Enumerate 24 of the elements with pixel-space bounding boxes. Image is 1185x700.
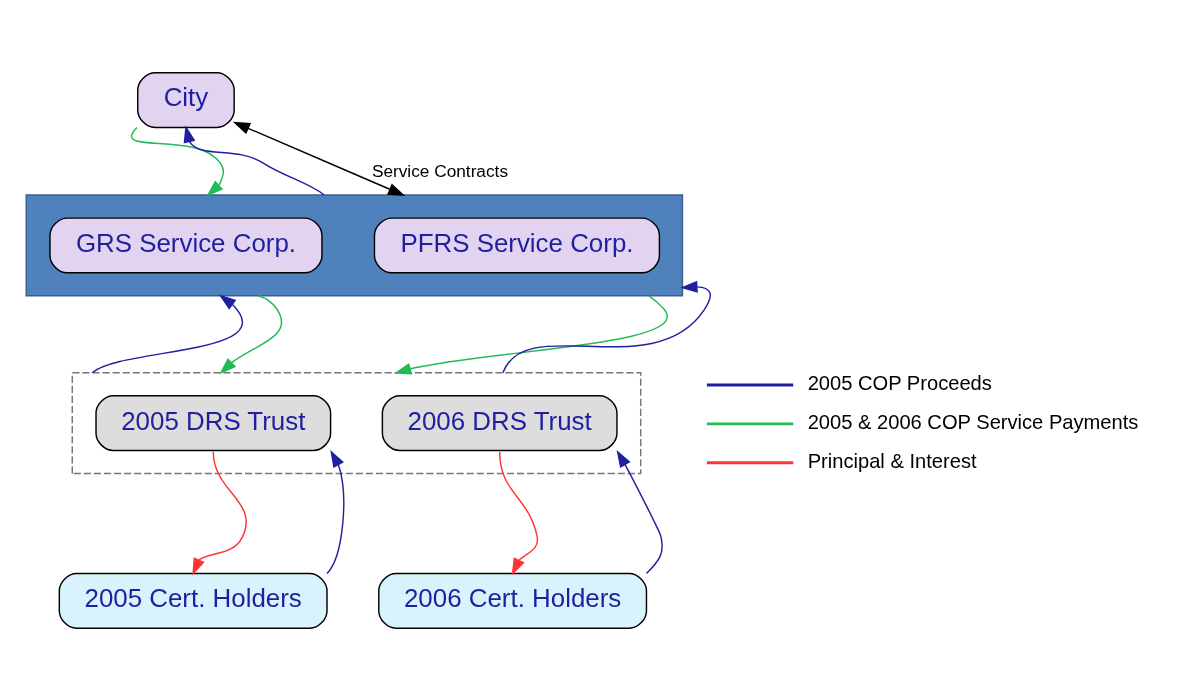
arrow xyxy=(183,124,325,196)
arrow xyxy=(131,126,225,197)
arrow xyxy=(498,450,539,576)
arrow xyxy=(502,280,711,374)
arrow xyxy=(219,294,283,374)
legend-label: 2005 & 2006 COP Service Payments xyxy=(807,410,1139,433)
node-box: 2005 Cert. Holders xyxy=(58,572,328,629)
node-box: 2005 DRS Trust xyxy=(95,394,332,451)
arrow xyxy=(616,449,663,574)
node-box: GRS Service Corp. xyxy=(49,216,323,273)
legend-label: Principal & Interest xyxy=(807,449,977,472)
arrow xyxy=(232,121,406,196)
arrow xyxy=(192,450,247,576)
node-box: PFRS Service Corp. xyxy=(373,216,661,273)
cluster xyxy=(71,371,642,474)
arrow xyxy=(326,449,345,574)
arrow xyxy=(394,294,668,375)
cluster xyxy=(25,193,684,297)
node-box: 2006 DRS Trust xyxy=(381,394,618,451)
arrow xyxy=(91,294,243,374)
edge-label: Service Contracts xyxy=(371,160,509,181)
legend-label: 2005 COP Proceeds xyxy=(807,371,992,394)
node-box: City xyxy=(137,71,235,128)
node-box: 2006 Cert. Holders xyxy=(378,572,648,629)
